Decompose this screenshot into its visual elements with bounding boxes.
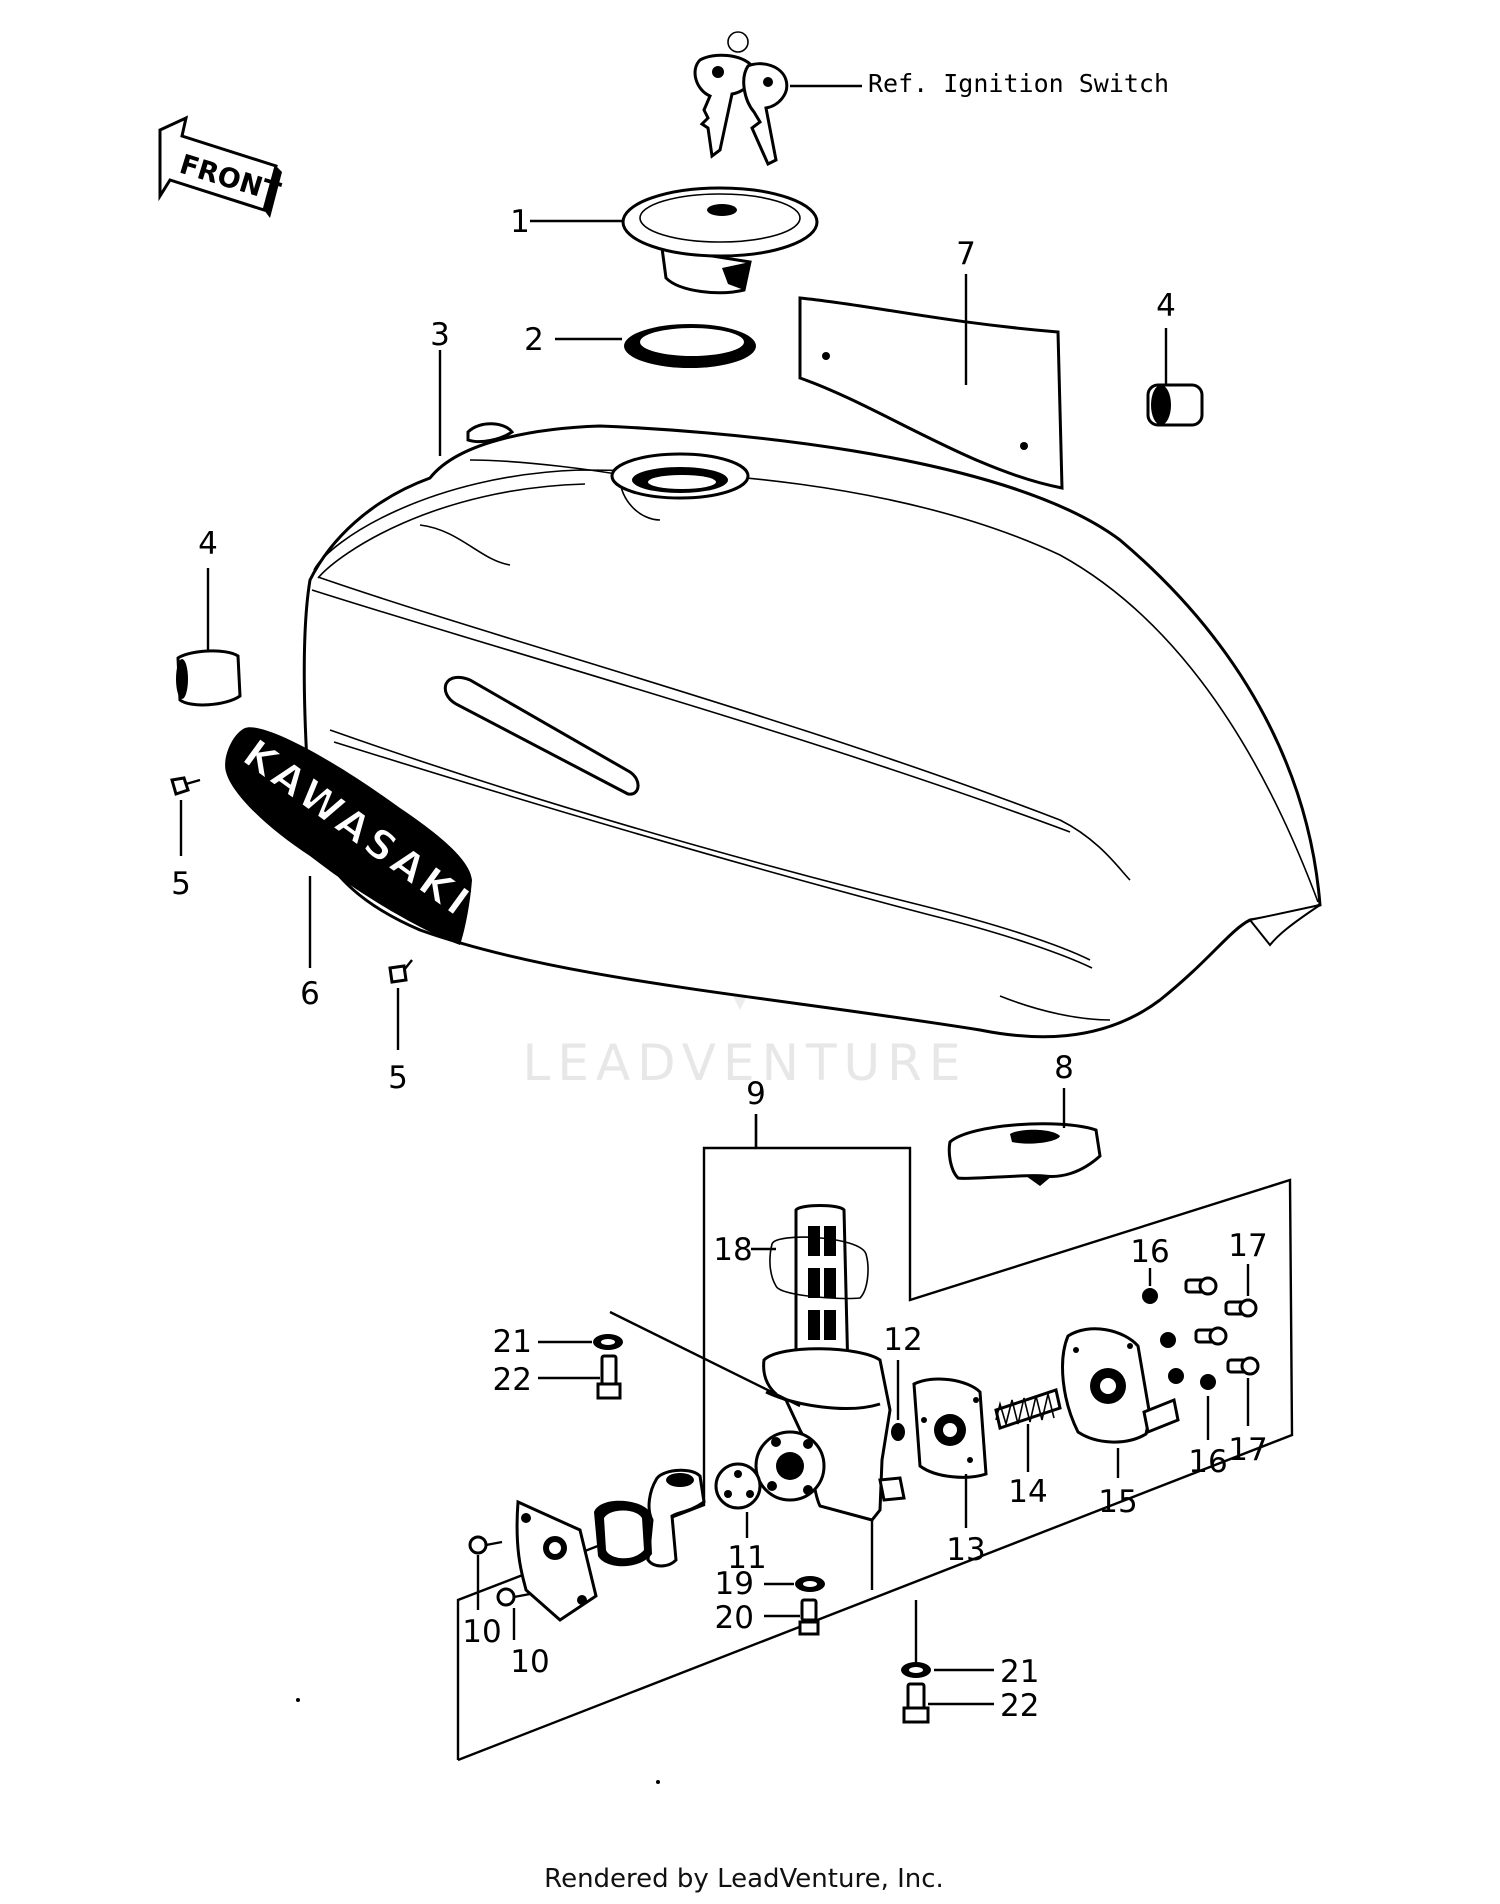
callout-labels: 1 2 3 4 4 5 5 6 7 8 9 10 10 11 12 13 14 … [171,204,1268,1724]
callout-22-upper: 22 [493,1362,532,1398]
callout-22-lower: 22 [1000,1688,1039,1724]
diaphragm [912,1377,988,1479]
mounting-washer-lower [901,1662,931,1678]
footer-credit: Rendered by LeadVenture, Inc. [544,1864,944,1894]
fuel-tank [302,422,1322,1039]
callout-14: 14 [1008,1474,1047,1510]
o-ring [594,1500,652,1567]
callout-15: 15 [1098,1484,1137,1520]
cock-screw-upper [468,1535,503,1555]
emblem-screw-upper [170,776,201,796]
callout-16-upper: 16 [1130,1234,1169,1270]
cock-screw-lower [496,1587,531,1607]
callout-21-upper: 21 [493,1324,532,1360]
ignition-keys-icon [693,31,789,167]
valve-plate [714,1462,762,1510]
callout-1: 1 [510,204,530,240]
cover-screws [1184,1276,1260,1376]
diaphragm-cover [1061,1327,1180,1444]
callout-2: 2 [524,322,544,358]
mounting-washer-upper [593,1334,623,1350]
front-arrow-icon: FRONT [158,115,284,218]
callout-19: 19 [715,1566,754,1602]
cap-gasket [624,324,756,368]
diaphragm-spring [994,1388,1062,1430]
cock-gasket-plate [515,1499,598,1622]
callout-18: 18 [713,1232,752,1268]
fuel-strainer [769,1204,869,1383]
fuel-cap [621,186,819,295]
tank-damper-left [176,649,242,707]
callout-7: 7 [956,236,976,272]
cock-bolt [798,1598,820,1636]
callout-17-upper: 17 [1228,1228,1267,1264]
cover-lockwashers [1142,1288,1216,1390]
mounting-bolt-upper [596,1354,622,1400]
callout-11: 11 [727,1540,766,1576]
callout-5-upper: 5 [171,866,191,902]
callout-8: 8 [1054,1050,1074,1086]
cock-washer [795,1576,825,1592]
callout-10-lower: 10 [510,1644,549,1680]
callout-16-lower: 16 [1188,1444,1227,1480]
callout-9: 9 [746,1076,766,1112]
mounting-bolt-lower [902,1682,930,1724]
tank-damper-right [1146,383,1204,427]
callout-6: 6 [300,976,320,1012]
callout-3: 3 [430,317,450,353]
callout-4-right: 4 [1156,288,1176,324]
callout-10-upper: 10 [462,1614,501,1650]
small-washer [891,1423,905,1441]
watermark-text: LEADVENTURE [523,1034,968,1092]
emblem-screw-lower [388,959,413,984]
callout-12: 12 [883,1322,922,1358]
callout-20: 20 [715,1600,754,1636]
rubber-strip [798,296,1064,490]
ref-ignition-switch-label: Ref. Ignition Switch [868,69,1169,98]
callout-13: 13 [946,1532,985,1568]
callout-4-left: 4 [198,526,218,562]
callout-5-lower: 5 [388,1060,408,1096]
fuel-cock-lever [646,1468,706,1568]
tank-pad [947,1122,1102,1186]
fuel-cock-body [754,1347,906,1522]
fuel-cock-assembly-frame [456,1114,1294,1762]
callout-17-lower: 17 [1228,1432,1267,1468]
callout-21-lower: 21 [1000,1654,1039,1690]
